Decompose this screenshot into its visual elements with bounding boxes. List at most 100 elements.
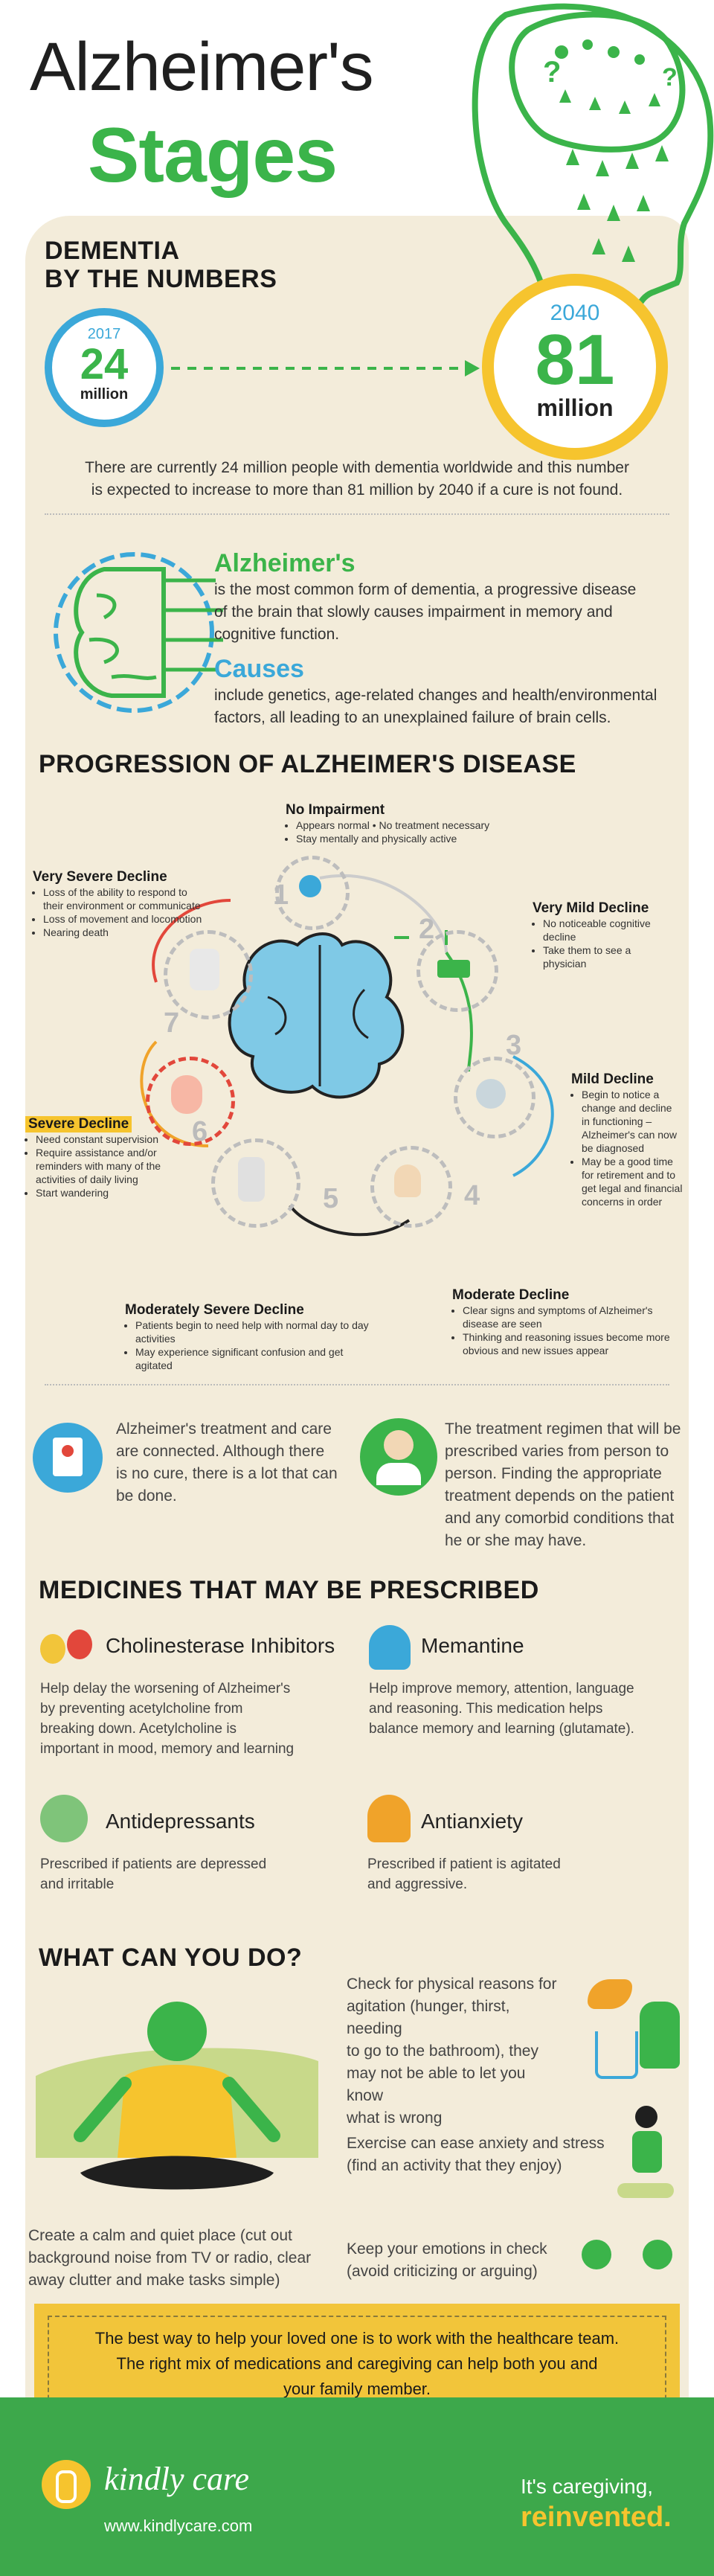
stage-number-6: 6 bbox=[192, 1116, 208, 1147]
info-left-text: Alzheimer's treatment and care are conne… bbox=[116, 1418, 354, 1508]
sad-face-icon bbox=[40, 1795, 88, 1842]
progression-heading: PROGRESSION OF ALZHEIMER'S DISEASE bbox=[34, 750, 576, 782]
info-left-line: be done. bbox=[116, 1487, 177, 1505]
todo-check-line: agitation (hunger, thirst, needing bbox=[347, 1998, 510, 2037]
info-right-line: person. Finding the appropriate bbox=[445, 1465, 662, 1482]
numbers-heading: DEMENTIA BY THE NUMBERS bbox=[40, 237, 277, 296]
causes-title: Causes bbox=[214, 655, 304, 683]
todo-heading: WHAT CAN YOU DO? bbox=[34, 1944, 303, 1976]
alzheimers-title: Alzheimer's bbox=[214, 549, 356, 577]
alzheimers-text: is the most common form of dementia, a p… bbox=[214, 579, 675, 646]
water-glass-icon bbox=[595, 2031, 638, 2079]
todo-check-line: to go to the bathroom), they bbox=[347, 2042, 538, 2060]
stage-5-item: May experience significant confusion and… bbox=[135, 1345, 370, 1372]
info-right-line: treatment depends on the patient bbox=[445, 1487, 675, 1505]
banner-line: The best way to help your loved one is t… bbox=[94, 2329, 620, 2348]
stage-5-ring bbox=[211, 1138, 300, 1228]
banner-line: The right mix of medications and caregiv… bbox=[116, 2354, 598, 2373]
stage-7-title: Very Severe Decline bbox=[33, 869, 167, 885]
stage-number-7: 7 bbox=[164, 1007, 180, 1039]
stage-3-item: Begin to notice a change and decline in … bbox=[582, 1088, 683, 1155]
numbers-text-line: There are currently 24 million people wi… bbox=[85, 459, 629, 476]
stat-2040-value: 81 bbox=[535, 320, 615, 400]
confused-faces-icon bbox=[40, 1627, 95, 1668]
alzheimers-text-line: is the most common form of dementia, a p… bbox=[214, 581, 637, 598]
todo-emotions-line: (avoid criticizing or arguing) bbox=[347, 2263, 538, 2280]
stage-6-text: Severe Decline Need constant supervision… bbox=[25, 1116, 167, 1199]
stage-1-item: Stay mentally and physically active bbox=[296, 832, 501, 845]
stage-6-item: Need constant supervision bbox=[36, 1132, 167, 1146]
stage-6-item: Require assistance and/or reminders with… bbox=[36, 1146, 167, 1186]
stage-7-item: Loss of the ability to respond to their … bbox=[43, 885, 204, 912]
medicines-heading: MEDICINES THAT MAY BE PRESCRIBED bbox=[34, 1576, 539, 1608]
gear-icon bbox=[299, 875, 321, 897]
causes-text-line: include genetics, age-related changes an… bbox=[214, 687, 657, 704]
stage-4-title: Moderate Decline bbox=[452, 1287, 570, 1303]
stage-4-ring bbox=[370, 1146, 452, 1228]
med-1-text: Help delay the worsening of Alzheimer's … bbox=[40, 1679, 353, 1759]
med-2-text: Help improve memory, attention, language… bbox=[369, 1679, 681, 1739]
stat-2017-value: 24 bbox=[80, 340, 129, 388]
todo-calm-line: background noise from TV or radio, clear bbox=[28, 2249, 312, 2266]
stage-2-item: No noticeable cognitive decline bbox=[543, 917, 666, 943]
todo-heading-text: WHAT CAN YOU DO? bbox=[39, 1944, 303, 1972]
medicines-heading-text: MEDICINES THAT MAY BE PRESCRIBED bbox=[39, 1576, 539, 1604]
divider bbox=[45, 513, 669, 515]
physician-icon bbox=[437, 960, 470, 978]
med-2-title: Memantine bbox=[421, 1634, 524, 1657]
stage-1-ring bbox=[275, 856, 350, 930]
info-right-text: The treatment regimen that will be presc… bbox=[445, 1418, 690, 1552]
med-1-line: by preventing acetylcholine from bbox=[40, 1701, 243, 1717]
stage-2-title: Very Mild Decline bbox=[533, 900, 649, 916]
stage-number-2: 2 bbox=[419, 914, 435, 945]
brain-gear-icon bbox=[54, 552, 223, 713]
stage-7-item: Nearing death bbox=[43, 926, 204, 939]
stage-number-1: 1 bbox=[273, 880, 289, 911]
stage-3-ring bbox=[454, 1057, 536, 1138]
stage-3-title: Mild Decline bbox=[571, 1071, 654, 1087]
todo-check-line: Check for physical reasons for bbox=[347, 1976, 557, 1993]
med-1-line: Help delay the worsening of Alzheimer's bbox=[40, 1681, 291, 1696]
stat-2017-unit: million bbox=[80, 386, 129, 403]
stage-1-title: No Impairment bbox=[286, 802, 385, 818]
numbers-text-line: is expected to increase to more than 81 … bbox=[91, 481, 623, 499]
stage-4-text: Moderate Decline Clear signs and symptom… bbox=[452, 1287, 683, 1357]
todo-emotions-line: Keep your emotions in check bbox=[347, 2240, 547, 2258]
stage-7-item: Loss of movement and locomotion bbox=[43, 912, 204, 926]
stat-2040-unit: million bbox=[536, 394, 614, 421]
kindly-care-logo-icon bbox=[42, 2460, 91, 2509]
todo-calm-line: away clutter and make tasks simple) bbox=[28, 2272, 280, 2289]
title-line2: Stages bbox=[88, 112, 338, 199]
causes-text-line: factors, all leading to an unexplained f… bbox=[214, 709, 611, 726]
running-person-icon bbox=[617, 2106, 674, 2202]
title-line1: Alzheimer's bbox=[30, 29, 374, 105]
stage-5-text: Moderately Severe Decline Patients begin… bbox=[125, 1302, 370, 1372]
stage-2-ring bbox=[416, 930, 498, 1012]
doctor-icon bbox=[360, 1418, 437, 1496]
stat-2040-year: 2040 bbox=[550, 301, 600, 325]
head-gears-icon bbox=[369, 1625, 411, 1670]
bedridden-person-icon bbox=[190, 949, 219, 990]
svg-text:?: ? bbox=[662, 63, 678, 92]
banner-line: your family member. bbox=[283, 2380, 431, 2398]
stage-2-item: Take them to see a physician bbox=[543, 943, 666, 970]
med-1-line: important in mood, memory and learning bbox=[40, 1741, 295, 1757]
head-brain-illustration: ? ? bbox=[472, 3, 714, 345]
med-3-line: and irritable bbox=[40, 1877, 115, 1892]
med-4-line: and aggressive. bbox=[367, 1877, 468, 1892]
footer-url[interactable]: www.kindlycare.com bbox=[104, 2516, 253, 2535]
assisted-person-icon bbox=[238, 1157, 265, 1202]
growth-arrow bbox=[171, 360, 480, 377]
info-right-line: The treatment regimen that will be bbox=[445, 1420, 681, 1438]
info-left-line: is no cure, there is a lot that can bbox=[116, 1465, 338, 1482]
progression-heading-text: PROGRESSION OF ALZHEIMER'S DISEASE bbox=[39, 750, 576, 778]
tagline-line2: reinvented. bbox=[521, 2502, 672, 2533]
info-right-line: he or she may have. bbox=[445, 1532, 587, 1549]
stage-5-item: Patients begin to need help with normal … bbox=[135, 1319, 370, 1345]
toilet-icon bbox=[640, 2002, 680, 2069]
info-left-line: are connected. Although there bbox=[116, 1443, 325, 1460]
todo-check-line: may not be able to let you know bbox=[347, 2065, 526, 2104]
med-4-text: Prescribed if patient is agitated and ag… bbox=[367, 1854, 680, 1894]
stage-2-text: Very Mild Decline No noticeable cognitiv… bbox=[533, 900, 666, 970]
